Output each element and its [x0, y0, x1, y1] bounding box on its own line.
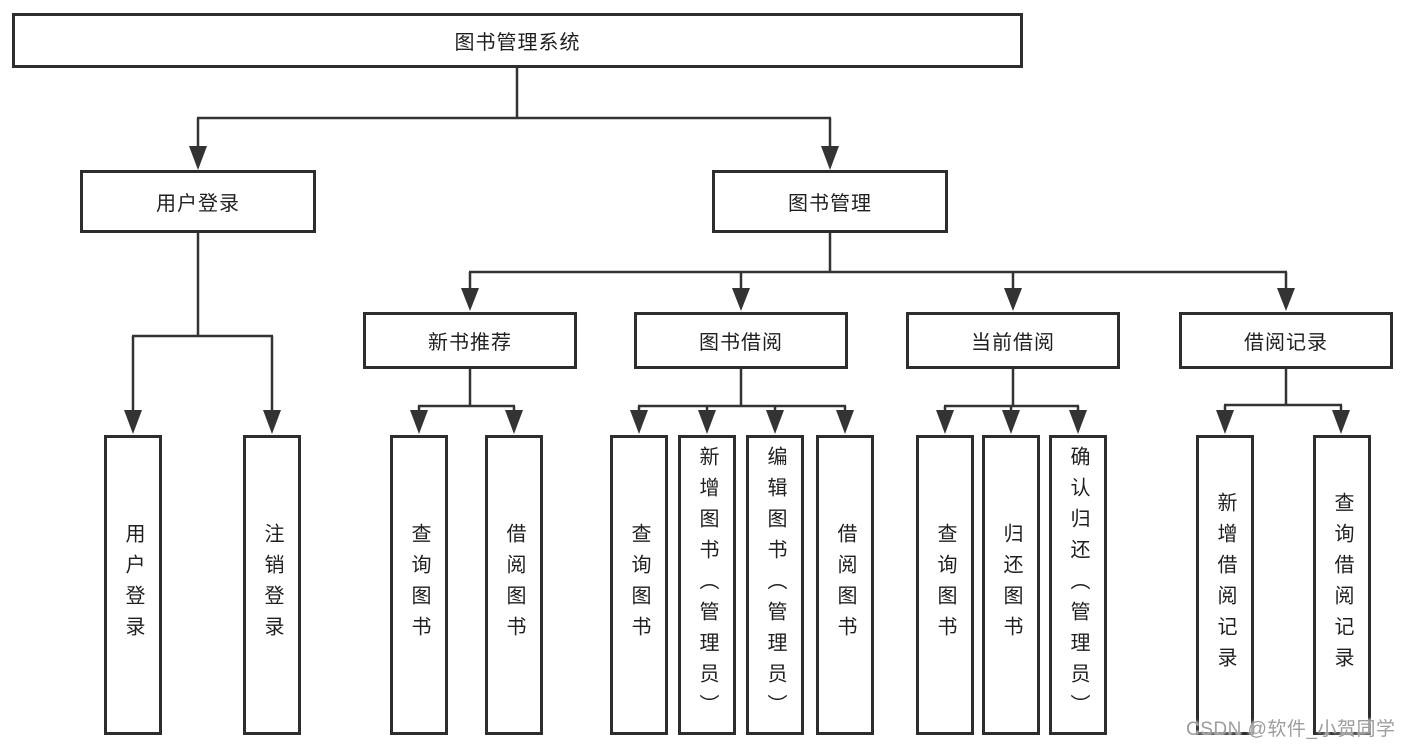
node-label: 借阅记录 [1244, 332, 1328, 354]
arrowheads-book-borrowing [630, 410, 854, 434]
arrowheads-current-borrowing [936, 410, 1087, 434]
node-leaf-borrow-books: 借阅图书 [816, 435, 874, 735]
csdn-watermark: CSDN @软件_小贺同学 [1186, 719, 1396, 740]
connector-book-borrowing [637, 369, 847, 412]
node-new-book-recommendation: 新书推荐 [363, 312, 577, 369]
node-leaf-add-books-admin: 新增图书（管理员） [678, 435, 736, 735]
node-user-login: 用户登录 [80, 170, 316, 233]
node-label: 查询图书 [628, 523, 650, 647]
node-leaf-add-borrow-record: 新增借阅记录 [1196, 435, 1254, 735]
node-label: 图书管理系统 [454, 32, 581, 54]
connector-book-management-to-level3 [468, 233, 1288, 290]
node-label: 注销登录 [261, 523, 283, 647]
node-leaf-confirm-return-admin: 确认归还（管理员） [1049, 435, 1107, 735]
node-label: 新书推荐 [428, 332, 512, 354]
node-label: 用户登录 [122, 523, 144, 647]
arrowheads-root-to-level2 [189, 146, 839, 170]
node-label: 当前借阅 [971, 332, 1055, 354]
node-book-borrowing: 图书借阅 [634, 312, 848, 369]
node-leaf-logout: 注销登录 [243, 435, 301, 735]
arrowheads-borrowing-records [1216, 410, 1350, 434]
node-library-management-system: 图书管理系统 [12, 13, 1023, 68]
node-label: 借阅图书 [503, 523, 525, 647]
connector-new-book-recommendation [417, 369, 516, 412]
node-book-management: 图书管理 [712, 170, 948, 233]
node-leaf-user-login: 用户登录 [104, 435, 162, 735]
node-label: 用户登录 [156, 193, 240, 215]
arrowheads-user-login-branch [124, 410, 281, 434]
connector-root-to-level2 [196, 68, 832, 148]
node-label: 新增借阅记录 [1214, 492, 1236, 678]
connector-user-login-branch [131, 233, 274, 412]
node-leaf-query-books-recommendation: 查询图书 [390, 435, 448, 735]
connector-current-borrowing [943, 369, 1080, 412]
node-current-borrowing: 当前借阅 [906, 312, 1120, 369]
arrowheads-book-management-to-level3 [461, 288, 1295, 311]
node-label: 查询图书 [934, 523, 956, 647]
node-label: 确认归还（管理员） [1067, 445, 1089, 725]
node-leaf-query-borrow-record: 查询借阅记录 [1313, 435, 1371, 735]
node-borrowing-records: 借阅记录 [1179, 312, 1393, 369]
node-label: 归还图书 [1000, 523, 1022, 647]
node-leaf-query-books-current: 查询图书 [916, 435, 974, 735]
node-leaf-query-books-borrowing: 查询图书 [610, 435, 668, 735]
node-leaf-edit-books-admin: 编辑图书（管理员） [746, 435, 804, 735]
node-label: 新增图书（管理员） [696, 445, 718, 725]
node-leaf-return-books: 归还图书 [982, 435, 1040, 735]
node-leaf-borrow-books-recommendation: 借阅图书 [485, 435, 543, 735]
node-label: 查询图书 [408, 523, 430, 647]
node-label: 编辑图书（管理员） [764, 445, 786, 725]
arrowheads-new-book-recommendation [410, 410, 523, 434]
node-label: 图书借阅 [699, 332, 783, 354]
node-label: 借阅图书 [834, 523, 856, 647]
connector-borrowing-records [1223, 369, 1343, 412]
node-label: 查询借阅记录 [1331, 492, 1353, 678]
node-label: 图书管理 [788, 193, 872, 215]
